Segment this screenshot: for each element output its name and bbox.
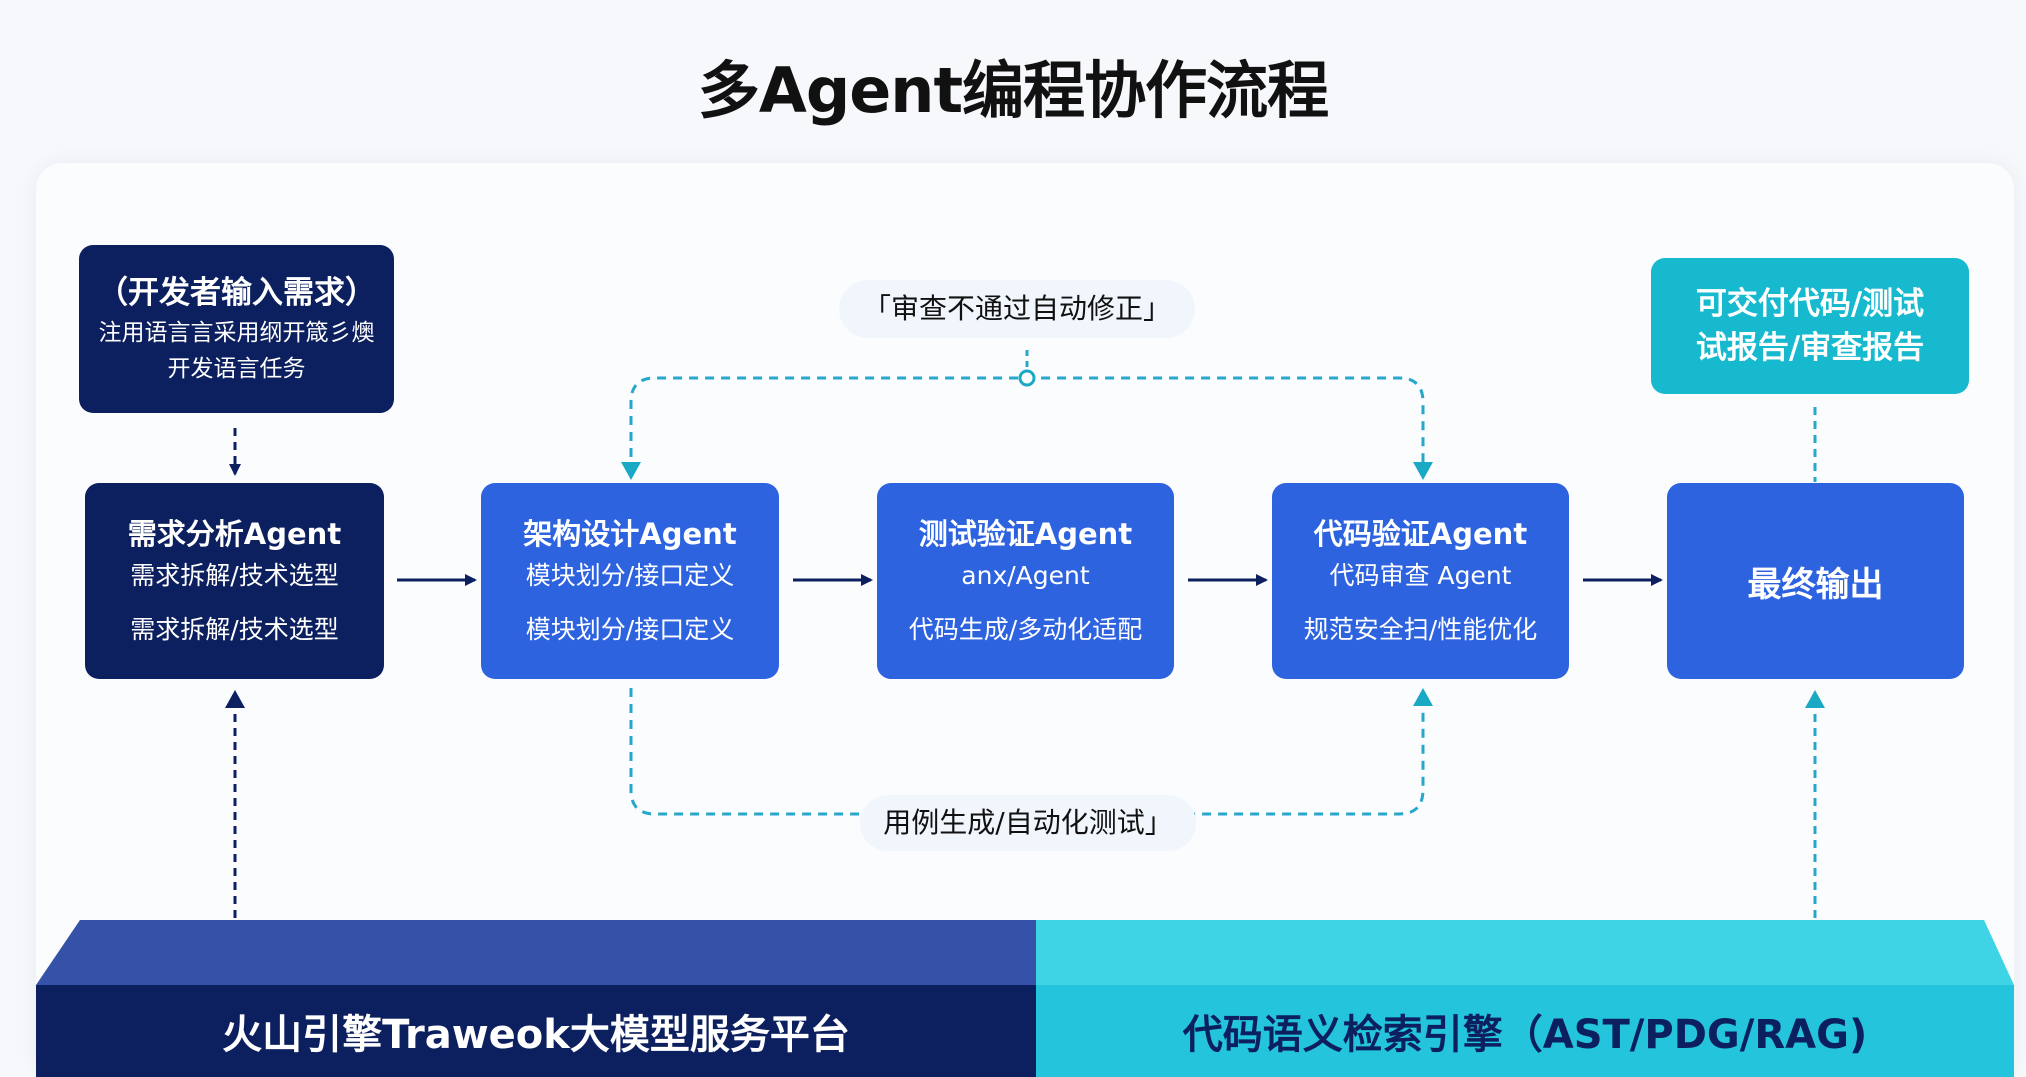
feedback-loop-top xyxy=(629,376,1425,473)
code-search-engine-base: 代码语义检索引擎（AST/PDG/RAG) xyxy=(1036,985,2014,1077)
agent-line2: 需求拆解/技术选型 xyxy=(130,615,339,644)
developer-input-box: （开发者输入需求） 注用语言言采用纲开箴彡燠 开发语言任务 xyxy=(79,245,394,413)
deliverables-box: 可交付代码/测试 试报告/审查报告 xyxy=(1651,258,1969,394)
platform-top-left xyxy=(36,920,1036,985)
feedback-bottom-arrowhead xyxy=(1413,688,1433,706)
platform-top-right xyxy=(1036,920,2014,985)
arrowhead-up-right xyxy=(1805,690,1825,708)
deliverables-line2: 试报告/审查报告 xyxy=(1695,330,1925,366)
page-title: 多Agent编程协作流程 xyxy=(697,54,1329,127)
agent-requirements-analysis: 需求分析Agent 需求拆解/技术选型 需求拆解/技术选型 xyxy=(85,483,384,679)
agent-line2: 模块划分/接口定义 xyxy=(525,615,735,644)
agent-line2: 规范安全扫/性能优化 xyxy=(1303,615,1538,644)
input-box-title: （开发者输入需求） xyxy=(97,275,376,311)
feedback-top-arrowhead-right xyxy=(1413,462,1433,480)
input-box-line1: 注用语言言采用纲开箴彡燠 xyxy=(98,320,375,346)
agent-title: 测试验证Agent xyxy=(918,517,1133,551)
input-box-line2: 开发语言任务 xyxy=(167,356,306,382)
agent-line1: 需求拆解/技术选型 xyxy=(130,561,339,590)
agent-code-verification: 代码验证Agent 代码审查 Agent 规范安全扫/性能优化 xyxy=(1272,483,1569,679)
feedback-bottom-label: 用例生成/自动化测试」 xyxy=(860,795,1196,851)
agent-title: 代码验证Agent xyxy=(1313,517,1528,551)
agent-title: 架构设计Agent xyxy=(523,517,737,551)
feedback-top-junction xyxy=(1018,369,1036,387)
final-output-title: 最终输出 xyxy=(1747,564,1884,605)
agent-test-verification: 测试验证Agent anx/Agent 代码生成/多动化适配 xyxy=(877,483,1174,679)
agent-title: 需求分析Agent xyxy=(127,517,342,551)
agent-architecture-design: 架构设计Agent 模块划分/接口定义 模块划分/接口定义 xyxy=(481,483,779,679)
agent-line2: 代码生成/多动化适配 xyxy=(908,615,1143,644)
llm-platform-base: 火山引擎Traweok大模型服务平台 xyxy=(36,985,1036,1077)
arrowhead-up-left xyxy=(225,690,245,708)
final-output-box: 最终输出 xyxy=(1667,483,1964,679)
feedback-top-arrowhead-left xyxy=(621,462,641,480)
agent-line1: anx/Agent xyxy=(961,561,1090,590)
feedback-top-label: 「审查不通过自动修正」 xyxy=(839,280,1195,338)
deliverables-line1: 可交付代码/测试 xyxy=(1695,286,1925,322)
agent-line1: 模块划分/接口定义 xyxy=(525,561,735,590)
agent-line1: 代码审查 Agent xyxy=(1329,561,1512,590)
